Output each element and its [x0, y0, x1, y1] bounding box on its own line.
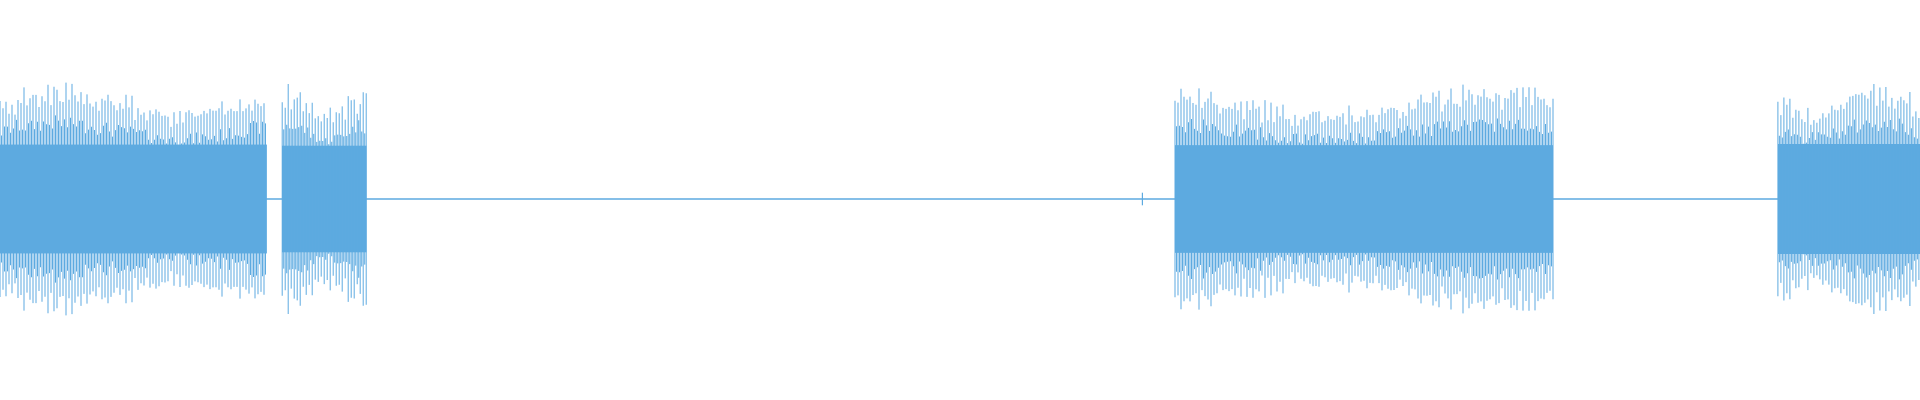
waveform-peaks — [1777, 84, 1920, 314]
waveform-peaks — [0, 82, 266, 316]
waveform-burst-2 — [281, 84, 367, 314]
waveform-peaks — [1174, 84, 1554, 314]
waveform-burst-3 — [1174, 84, 1554, 314]
waveform-burst-1 — [0, 82, 267, 316]
waveform-burst-4 — [1777, 84, 1920, 314]
waveform-peaks — [281, 84, 367, 314]
